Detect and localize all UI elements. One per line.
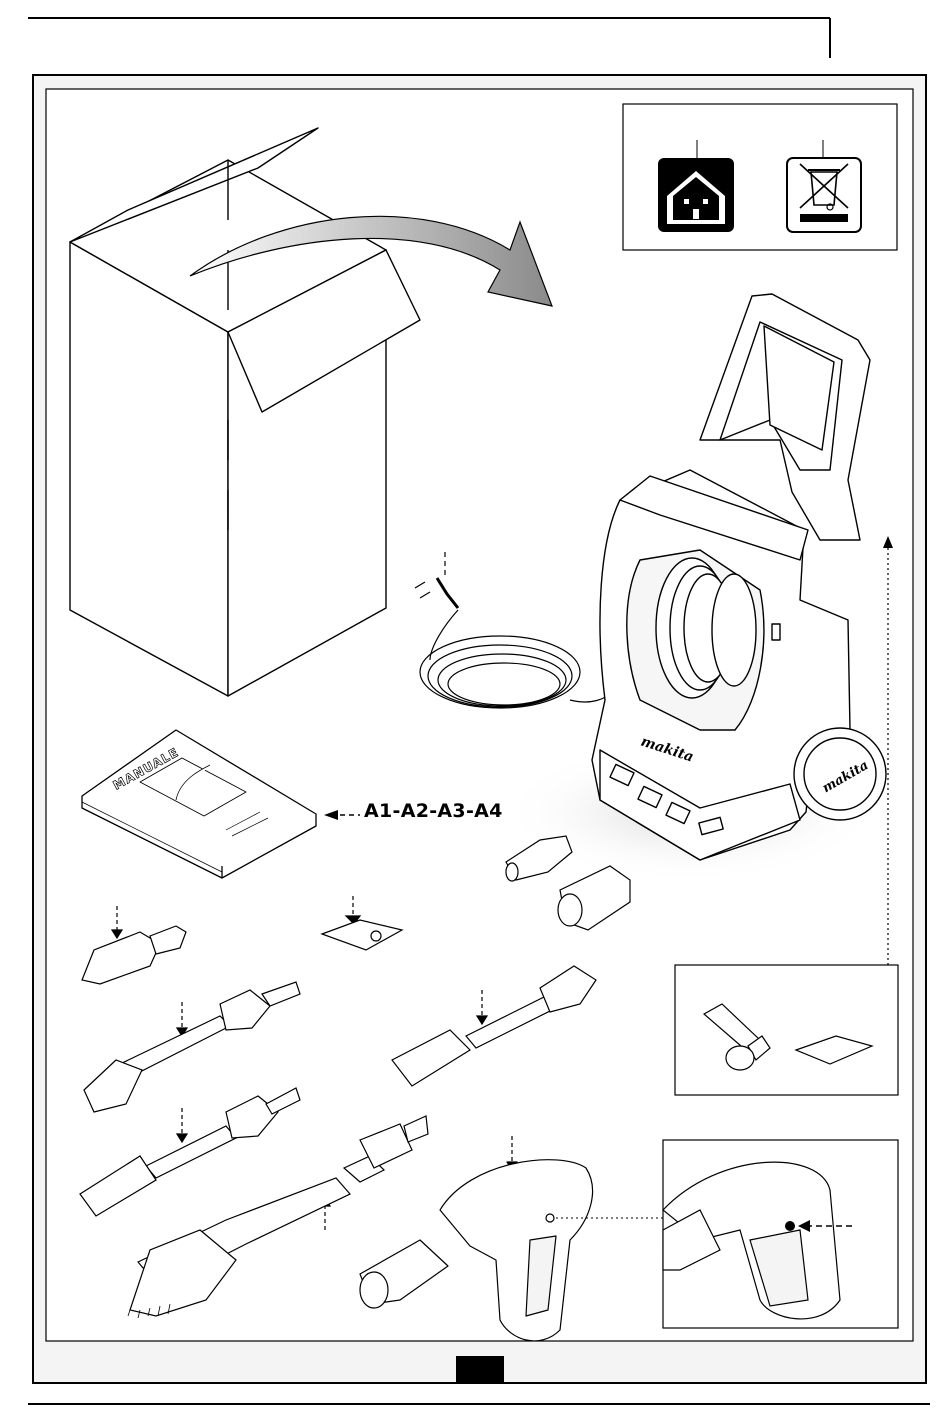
symbols-panel	[623, 104, 897, 250]
gun-detail-panel	[663, 1140, 898, 1328]
indoor-use-only-icon	[658, 158, 734, 232]
manual-language-callout: A1-A2-A3-A4	[364, 800, 503, 822]
header-rule	[28, 18, 830, 58]
weee-crossed-bin-icon	[787, 158, 861, 232]
page-number-tab	[456, 1356, 504, 1382]
tools-panel	[675, 965, 898, 1095]
